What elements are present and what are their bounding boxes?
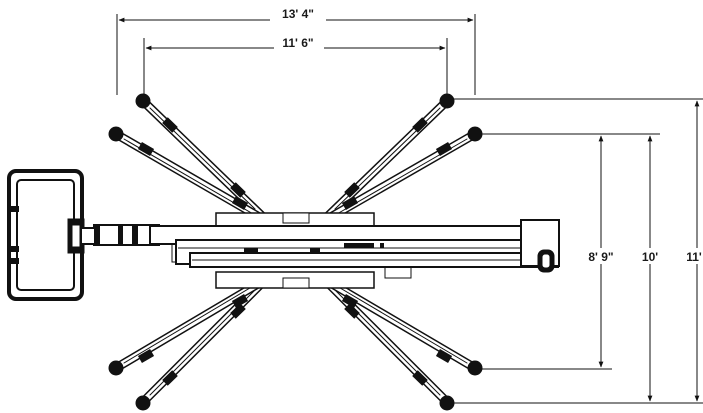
height-mid-label: 10' bbox=[642, 250, 658, 264]
boom bbox=[93, 219, 560, 273]
outrigger-lower-right-inner bbox=[317, 273, 480, 373]
outrigger-lower-left-inner bbox=[111, 273, 273, 373]
inner-width-label: 11' 6" bbox=[282, 36, 313, 50]
height-short-label: 8' 9" bbox=[588, 250, 613, 264]
boom-details bbox=[94, 226, 384, 252]
platform-basket bbox=[7, 169, 96, 301]
platform-rail-posts bbox=[11, 206, 19, 264]
height-tall-label: 11' bbox=[686, 250, 702, 264]
right-dimension-extensions bbox=[454, 98, 703, 404]
outer-width-dimension bbox=[116, 14, 476, 95]
outrigger-pads bbox=[108, 93, 483, 411]
outrigger-cylinder-clamps bbox=[137, 117, 453, 386]
outer-width-label: 13' 4" bbox=[282, 7, 314, 21]
